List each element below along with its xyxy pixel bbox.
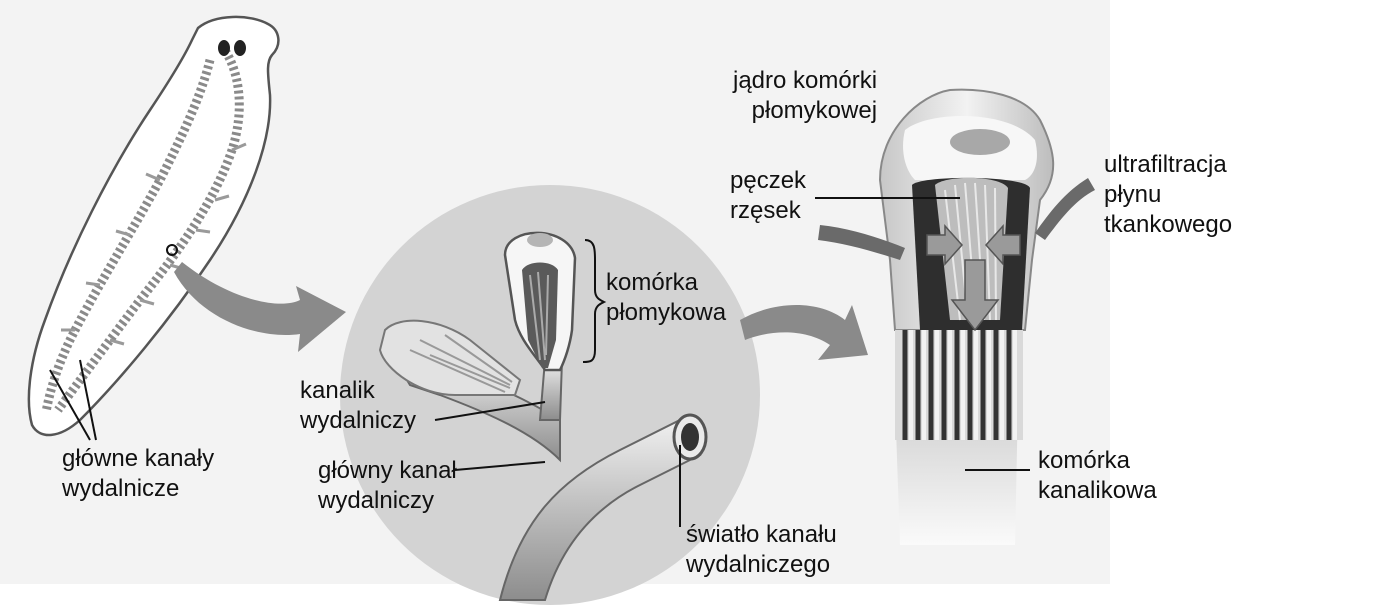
ultrafiltration-arrow-left — [818, 225, 905, 260]
label-main-excretory-canal-line1: główny kanał — [318, 457, 457, 484]
label-main-excretory-canal: główny kanał wydalniczy — [318, 456, 457, 516]
label-excretory-tubule-line2: wydalniczy — [300, 407, 417, 434]
flow-arrow-down — [950, 259, 1000, 332]
label-main-excretory-canal-line2: wydalniczy — [318, 487, 435, 514]
label-tubule-cell-line2: kanalikowa — [1038, 477, 1157, 504]
excretory-tubule — [378, 319, 564, 463]
nucleus — [950, 129, 1010, 155]
label-tubule-cell-line1: komórka — [1038, 447, 1131, 474]
label-canal-lumen: światło kanału wydalniczego — [686, 520, 837, 580]
label-flame-cell-nucleus-line1: jądro komórki — [733, 67, 878, 94]
label-ultrafiltration-line3: tkankowego — [1104, 211, 1233, 238]
label-main-canals-line2: wydalnicze — [62, 475, 180, 502]
label-main-canals: główne kanały wydalnicze — [62, 444, 214, 504]
main-canal-pointer-2 — [79, 359, 97, 441]
label-cilia-tuft: pęczek rzęsek — [730, 166, 806, 226]
arrow-to-flame-cell — [740, 305, 868, 360]
planarian-body — [27, 15, 280, 437]
label-excretory-tubule-line1: kanalik — [300, 377, 375, 404]
flame-cell-large — [818, 88, 1095, 545]
eye-right-icon — [234, 40, 246, 56]
label-flame-cell-nucleus-line2: płomykowej — [751, 97, 878, 124]
eye-left-icon — [218, 40, 230, 56]
label-canal-lumen-line1: światło kanału — [686, 521, 837, 548]
filtration-arrow-left — [926, 224, 964, 266]
tubule-pointer — [434, 401, 546, 421]
label-tubule-cell: komórka kanalikowa — [1038, 446, 1157, 506]
flame-cell-bracket — [582, 239, 607, 363]
flame-cell-small — [503, 231, 577, 372]
label-flame-cell: komórka płomykowa — [606, 268, 726, 328]
main-canal-pointer-1 — [49, 369, 91, 441]
label-ultrafiltration: ultrafiltracja płynu tkankowego — [1104, 150, 1232, 240]
tubule-wall-stripes — [895, 330, 1023, 440]
label-ultrafiltration-line1: ultrafiltracja — [1104, 151, 1227, 178]
label-canal-lumen-line2: wydalniczego — [686, 551, 831, 578]
filtration-arrow-right — [984, 224, 1021, 266]
main-excretory-canal — [498, 413, 708, 601]
label-main-canals-line1: główne kanały — [62, 445, 215, 472]
label-cilia-tuft-line1: pęczek — [730, 167, 807, 194]
label-excretory-tubule: kanalik wydalniczy — [300, 376, 416, 436]
label-flame-cell-nucleus: jądro komórki płomykowej — [733, 66, 877, 126]
label-cilia-tuft-line2: rzęsek — [730, 197, 801, 224]
canal-pointer — [454, 461, 546, 471]
ultrafiltration-arrow-right — [1035, 178, 1095, 240]
label-ultrafiltration-line2: płynu — [1104, 181, 1162, 208]
label-flame-cell-line1: komórka — [606, 269, 699, 296]
flame-cell-marker — [166, 244, 178, 256]
arrow-to-detail — [174, 262, 346, 352]
label-flame-cell-line2: płomykowa — [606, 299, 727, 326]
